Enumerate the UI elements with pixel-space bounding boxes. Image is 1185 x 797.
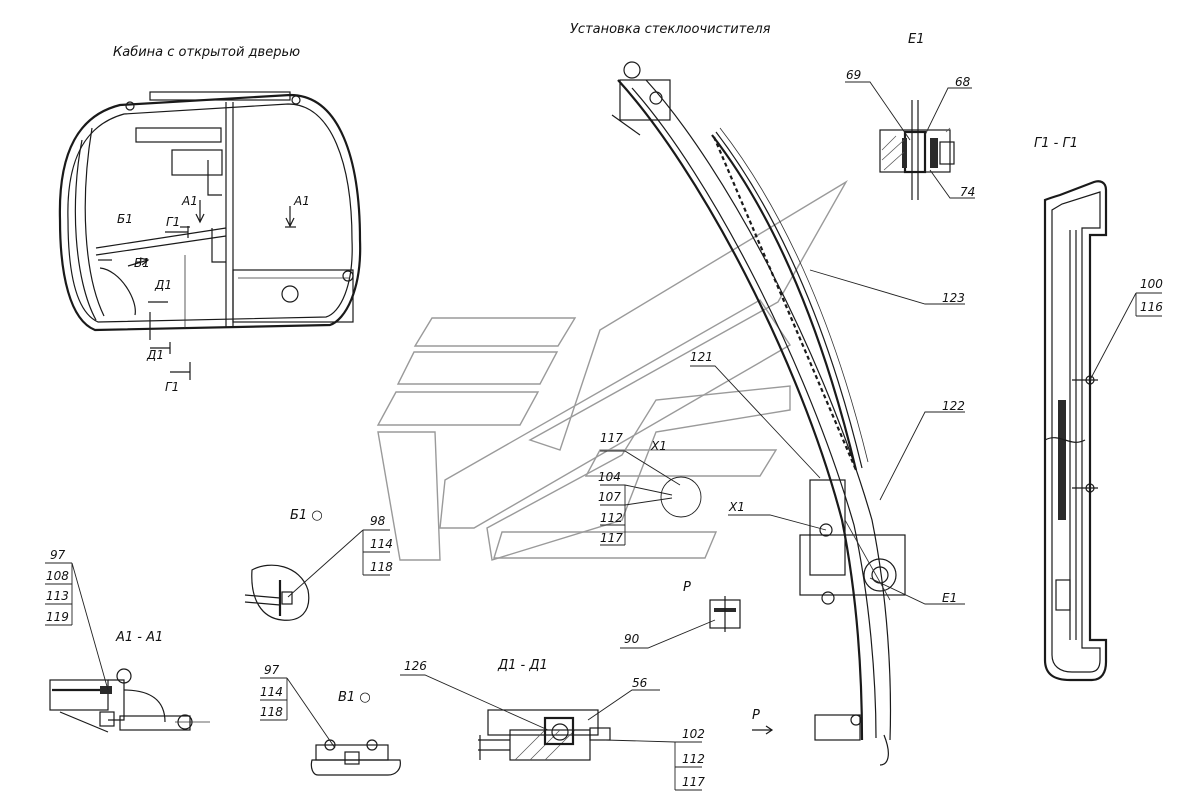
callout-116: 116 bbox=[1140, 300, 1163, 314]
callout-x1-circle: Х1 bbox=[651, 439, 667, 453]
cab-mark-g1-top: Г1 bbox=[166, 215, 181, 229]
view-v1 bbox=[310, 739, 401, 776]
view-b1 bbox=[244, 564, 310, 621]
detail-e1-title: Е1 bbox=[908, 32, 925, 47]
cab-mark-a1-left: А1 bbox=[182, 194, 198, 208]
callout-117-top: 117 bbox=[600, 431, 623, 445]
view-v1-title: В1 ○ bbox=[338, 690, 371, 705]
callout-69: 69 bbox=[846, 68, 862, 82]
callout-117-middle: 117 bbox=[600, 531, 623, 545]
callout-97-v1: 97 bbox=[264, 663, 280, 677]
callout-102: 102 bbox=[682, 727, 705, 741]
callout-100: 100 bbox=[1140, 277, 1163, 291]
view-p-title: Р bbox=[683, 580, 691, 595]
section-d1 bbox=[478, 709, 611, 761]
callout-e1-leader: Е1 bbox=[942, 591, 958, 605]
callout-117-d1: 117 bbox=[682, 775, 705, 789]
callout-90: 90 bbox=[624, 632, 640, 646]
callout-x1-leader: Х1 bbox=[729, 500, 745, 514]
rotation-icon: ○ bbox=[355, 690, 371, 705]
watermark-logo bbox=[376, 180, 848, 561]
cab-view bbox=[58, 91, 362, 380]
section-g1-title: Г1 - Г1 bbox=[1034, 136, 1078, 151]
cab-mark-d1-top: Д1 bbox=[155, 278, 173, 292]
view-b1-title-text: Б1 bbox=[290, 508, 308, 523]
callout-122: 122 bbox=[942, 399, 965, 413]
wiper-installation-title: Установка стеклоочистителя bbox=[570, 22, 771, 37]
view-b1-title: Б1 ○ bbox=[290, 508, 323, 523]
cab-mark-g1-bottom: Г1 bbox=[165, 380, 180, 394]
detail-e1 bbox=[879, 100, 955, 200]
view-v1-title-text: В1 bbox=[338, 690, 356, 705]
callout-118-b1: 118 bbox=[370, 560, 393, 574]
callout-114-v1: 114 bbox=[260, 685, 283, 699]
callout-112-middle: 112 bbox=[600, 511, 623, 525]
callout-98: 98 bbox=[370, 514, 386, 528]
rotation-icon: ○ bbox=[307, 508, 323, 523]
callout-112-d1: 112 bbox=[682, 752, 705, 766]
callout-68: 68 bbox=[955, 75, 971, 89]
callout-74: 74 bbox=[960, 185, 976, 199]
section-a1-title: А1 - А1 bbox=[116, 630, 164, 645]
callout-56: 56 bbox=[632, 676, 648, 690]
view-p bbox=[709, 596, 741, 632]
view-p-arrow-label: Р bbox=[752, 708, 760, 723]
section-g1 bbox=[1043, 180, 1108, 682]
callout-97-a1: 97 bbox=[50, 548, 66, 562]
cab-mark-b1: Б1 bbox=[117, 212, 133, 226]
callout-104: 104 bbox=[598, 470, 621, 484]
callout-126: 126 bbox=[404, 659, 427, 673]
section-d1-title: Д1 - Д1 bbox=[498, 658, 548, 673]
callout-114-b1: 114 bbox=[370, 537, 393, 551]
callout-118-v1: 118 bbox=[260, 705, 283, 719]
callout-107: 107 bbox=[598, 490, 621, 504]
callout-113: 113 bbox=[46, 589, 69, 603]
section-a1 bbox=[49, 668, 210, 733]
callout-123: 123 bbox=[942, 291, 965, 305]
callout-119: 119 bbox=[46, 610, 69, 624]
wiper-assembly bbox=[611, 61, 906, 766]
callout-121: 121 bbox=[690, 350, 713, 364]
cab-view-title: Кабина с открытой дверью bbox=[113, 45, 301, 60]
cab-mark-d1-bottom: Д1 bbox=[147, 348, 165, 362]
callout-108: 108 bbox=[46, 569, 69, 583]
cab-mark-v1: В1 bbox=[134, 256, 150, 270]
leader-lines bbox=[45, 81, 1162, 791]
cab-mark-a1-right: А1 bbox=[294, 194, 310, 208]
